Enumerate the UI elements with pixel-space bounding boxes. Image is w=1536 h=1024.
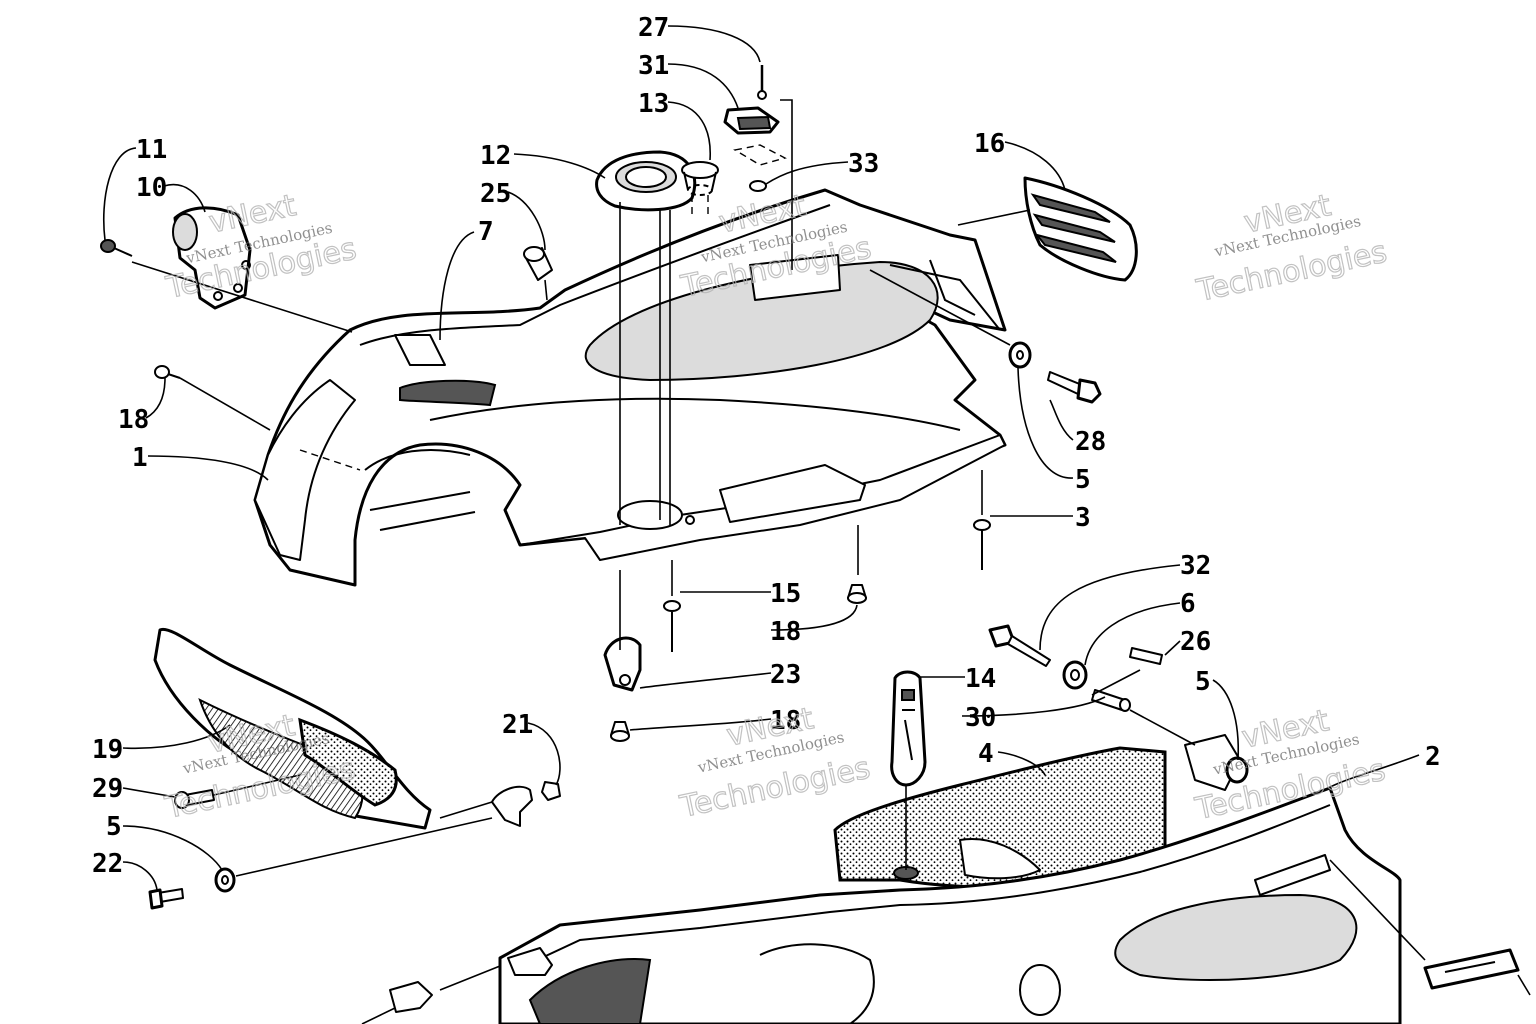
- washer-5-right: [1008, 341, 1032, 369]
- fill-neck-ring: [595, 150, 697, 212]
- screw-18-lower: [610, 721, 630, 742]
- bolt-28: [1047, 371, 1102, 404]
- callout-18-upper: 18: [118, 405, 149, 435]
- callout-6: 6: [1180, 589, 1196, 619]
- spacer-30: [1091, 689, 1131, 712]
- callout-21: 21: [502, 710, 533, 740]
- bolt-32: [988, 624, 1051, 667]
- clip-lower-left: [389, 981, 433, 1013]
- callout-leaders: [102, 25, 1420, 1024]
- hose-clamp: [681, 161, 719, 218]
- callout-33: 33: [848, 149, 879, 179]
- callout-25: 25: [480, 179, 511, 209]
- hood-upper-panel: [253, 188, 1007, 587]
- callout-12: 12: [480, 141, 511, 171]
- callout-1: 1: [132, 443, 148, 473]
- screw-18-middle: [847, 584, 867, 604]
- bolt-29: [174, 789, 215, 809]
- callout-4: 4: [978, 739, 994, 769]
- rubber-pad: [723, 106, 787, 166]
- callout-18-lower: 18: [770, 706, 801, 736]
- callout-5-bracket: 5: [1195, 667, 1211, 697]
- callout-28: 28: [1075, 427, 1106, 457]
- washer-6: [1062, 660, 1088, 690]
- reflector: [1423, 948, 1520, 990]
- clip-23: [603, 636, 642, 692]
- callout-22: 22: [92, 849, 123, 879]
- watermark-top-right: vNext vNext Technologies Technologies: [1193, 187, 1391, 309]
- callout-11: 11: [136, 135, 167, 165]
- spring-pin-26: [1129, 647, 1163, 665]
- grommet-33: [749, 180, 767, 192]
- rivet-15: [663, 600, 681, 652]
- bracket-right: [1184, 734, 1249, 791]
- callout-3: 3: [1075, 503, 1091, 533]
- callout-31: 31: [638, 51, 669, 81]
- callout-29: 29: [92, 774, 123, 804]
- callout-16: 16: [974, 129, 1005, 159]
- callout-32: 32: [1180, 551, 1211, 581]
- callout-30: 30: [965, 703, 996, 733]
- watermark-bottom-right: vNext vNext Technologies Technologies: [1191, 703, 1389, 828]
- bolt-22: [148, 888, 184, 910]
- callout-2: 2: [1425, 742, 1441, 772]
- bracket-lower-left: [507, 947, 553, 976]
- headlight-bracket: [172, 206, 252, 310]
- pin-27: [757, 65, 767, 100]
- callout-15: 15: [770, 579, 801, 609]
- seat-pad-4: [833, 746, 1167, 889]
- strap-14: [890, 670, 927, 787]
- washer-5-left: [214, 867, 236, 893]
- callout-5-left: 5: [106, 812, 122, 842]
- assembly-guide-lines: [131, 99, 1531, 996]
- callout-18-middle: 18: [770, 617, 801, 647]
- nut-plate-21: [491, 781, 561, 827]
- callout-14: 14: [965, 664, 996, 694]
- callout-5-right: 5: [1075, 465, 1091, 495]
- watermark-bottom-center: vNext vNext Technologies Technologies: [676, 701, 874, 826]
- rivet-3: [973, 519, 991, 570]
- callout-10: 10: [136, 173, 167, 203]
- callout-7: 7: [478, 217, 494, 247]
- side-trim-19: [153, 627, 432, 830]
- spacer-25: [523, 246, 553, 281]
- screw-11: [100, 239, 133, 257]
- vent-grille: [1023, 176, 1138, 282]
- lower-hood-2: [498, 786, 1402, 1024]
- callout-23: 23: [770, 660, 801, 690]
- screw-18-upper: [154, 365, 181, 379]
- callout-27: 27: [638, 13, 669, 43]
- callout-labels: 27 31 13 12 33 16 11 10 25 7 18 1 28 5 3…: [92, 13, 1441, 879]
- callout-13: 13: [638, 89, 669, 119]
- callout-26: 26: [1180, 627, 1211, 657]
- callout-19: 19: [92, 735, 123, 765]
